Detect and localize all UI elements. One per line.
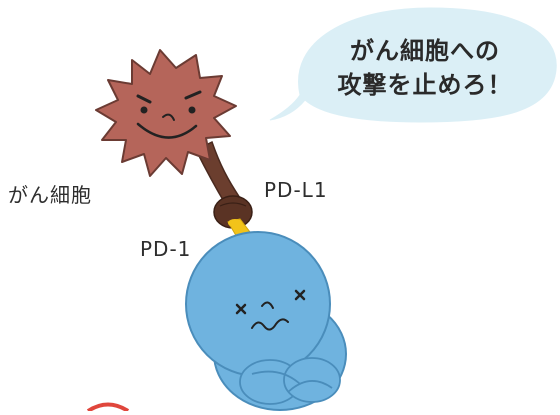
speech-bubble	[269, 7, 557, 123]
pd-1-label: PD-1	[140, 237, 192, 261]
speech-bubble-text: がん細胞への 攻撃を止めろ！	[300, 34, 550, 102]
cancer-cell-label: がん細胞	[8, 183, 92, 207]
bottom-red-mark	[86, 402, 130, 413]
pd-l1-label: PD-L1	[264, 178, 328, 202]
pd-l1-fist	[213, 195, 253, 229]
cancer-cell	[95, 49, 237, 177]
t-cell	[185, 231, 347, 411]
speech-line-1: がん細胞への	[350, 37, 500, 65]
speech-line-2: 攻撃を止めろ！	[337, 71, 513, 99]
